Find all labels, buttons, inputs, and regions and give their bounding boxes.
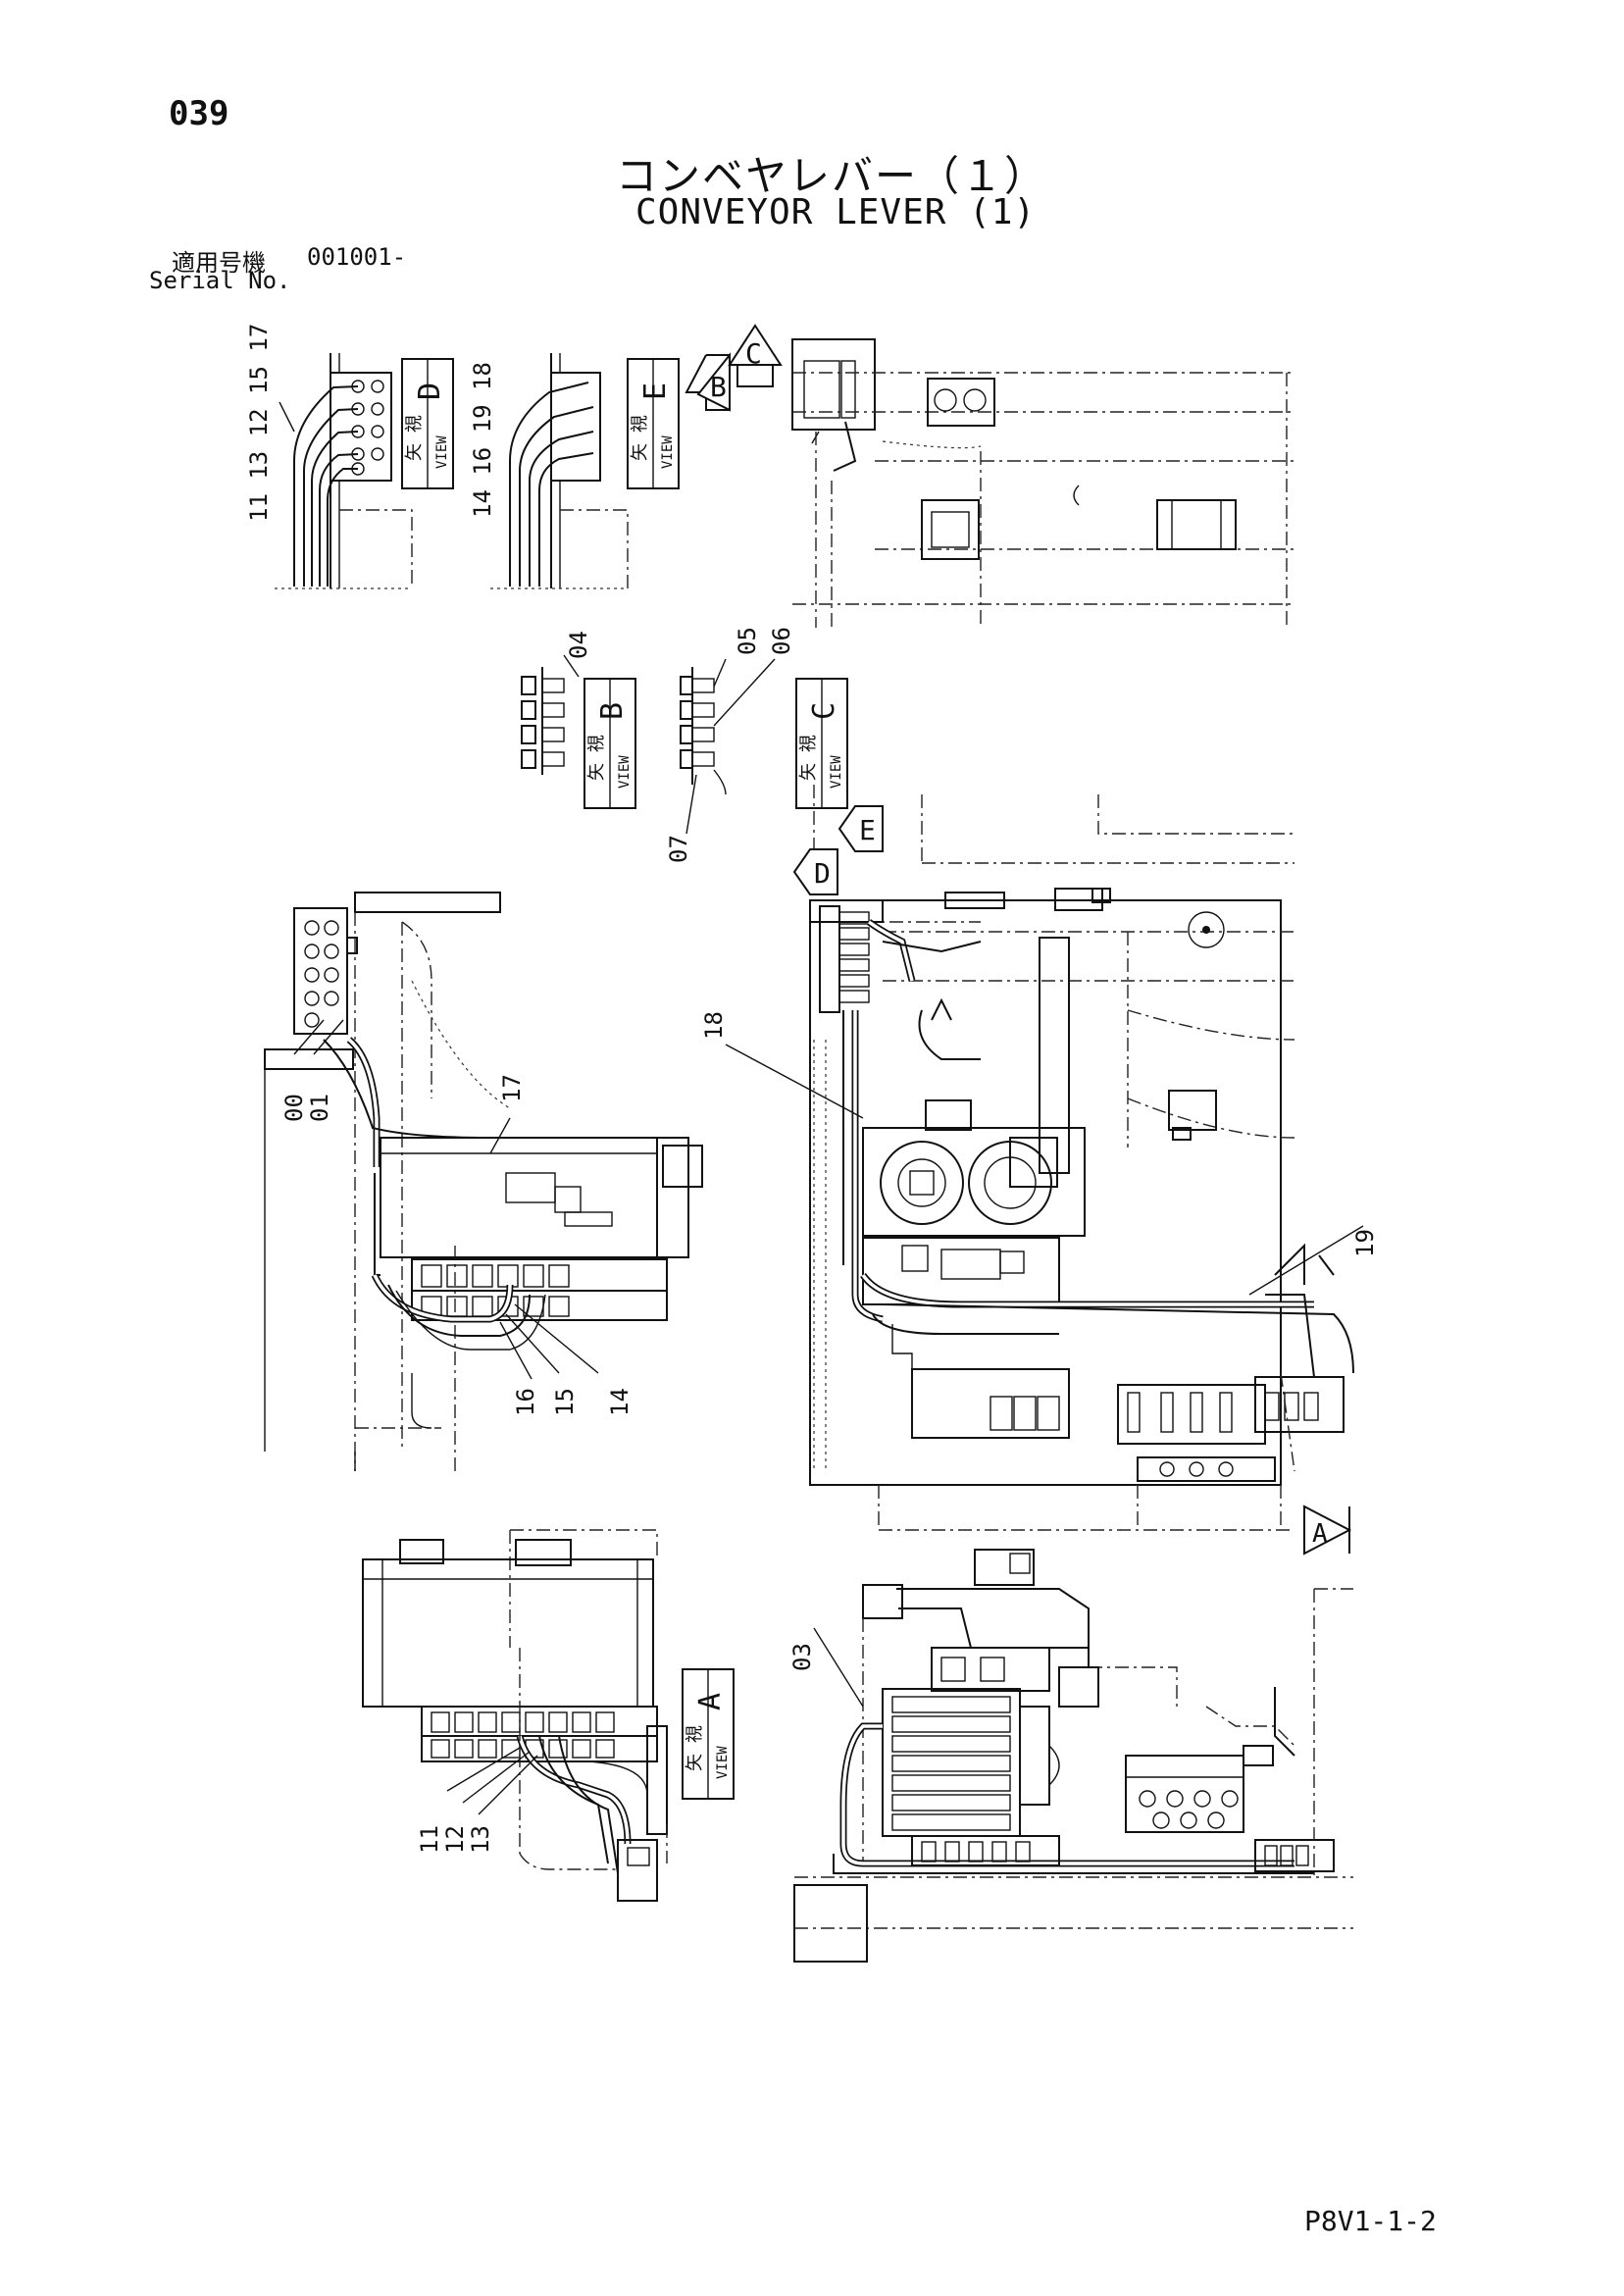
- view-a-tag: 矢 視 VIEW A: [682, 1668, 735, 1800]
- callout-04: 04: [565, 631, 592, 659]
- callout-16: 16: [512, 1388, 539, 1416]
- view-d-arrow: D: [792, 848, 838, 895]
- view-b-detail: 04 矢 視 VIEW B: [521, 631, 636, 809]
- view-e-arrow: E: [837, 805, 884, 852]
- view-a-arrow: A: [1303, 1505, 1352, 1556]
- callout-18: 18: [700, 1011, 728, 1040]
- view-e-detail: 矢 視 VIEW E 14 16 19 18: [469, 353, 680, 589]
- svg-text:B: B: [710, 371, 727, 403]
- callout-11: 11: [416, 1825, 443, 1854]
- callout-14: 14: [606, 1388, 634, 1416]
- view-c-tag: 矢 視 VIEW C: [795, 678, 848, 809]
- valve-stack-view-a: [421, 1706, 658, 1762]
- svg-text:矢 視: 矢 視: [586, 735, 607, 781]
- top-right-frame-view: [791, 338, 1294, 628]
- svg-text:矢 視: 矢 視: [798, 735, 819, 781]
- callout-15: 15: [551, 1388, 579, 1416]
- svg-text:VIEW: VIEW: [660, 435, 676, 469]
- callout-17: 17: [498, 1074, 526, 1102]
- callout-05: 05: [734, 627, 761, 655]
- serial-label-japanese: 適用号機: [172, 249, 266, 277]
- svg-text:A: A: [1312, 1519, 1328, 1549]
- left-middle-view: 00 01 17 16 15 14: [264, 892, 703, 1471]
- valve-stack-bottom: [882, 1688, 1021, 1837]
- view-a-letter: A: [693, 1693, 728, 1710]
- serial-number: 001001-: [307, 243, 407, 271]
- svg-text:C: C: [745, 337, 762, 370]
- view-b-arrow: B: [685, 352, 731, 412]
- view-d-tag: 矢 視 VIEW D: [401, 358, 454, 489]
- callout-01: 01: [306, 1094, 333, 1122]
- view-c-arrow: C: [728, 324, 783, 387]
- bottom-right-view: 03: [788, 1549, 1353, 1963]
- svg-text:矢 視: 矢 視: [404, 415, 425, 461]
- valve-stack-top: [838, 911, 870, 1003]
- title-japanese: コンベヤレバー（１）: [616, 152, 1048, 200]
- view-c-detail: 05 06 07 矢 視 VIEW C: [665, 627, 848, 863]
- callout-12: 12: [441, 1825, 469, 1854]
- view-a-detail: 11 12 13 矢 視 VIEW A: [362, 1529, 735, 1902]
- page-number: 039: [169, 94, 229, 133]
- view-d-letter: D: [413, 383, 447, 400]
- serial-label-english: Serial No.: [149, 267, 291, 294]
- svg-text:矢 視: 矢 視: [685, 1725, 705, 1771]
- svg-text:VIEW: VIEW: [829, 755, 844, 789]
- view-e-letter: E: [638, 383, 673, 400]
- valve-stack-left: [411, 1258, 668, 1321]
- svg-text:VIEW: VIEW: [715, 1746, 731, 1779]
- document-code: P8V1-1-2: [1304, 2205, 1437, 2237]
- callout-06: 06: [768, 627, 795, 655]
- view-d-detail: 矢 視 VIEW D 11 13 12 15 17: [245, 324, 454, 589]
- main-right-view: 18 19: [700, 785, 1379, 1531]
- callout-00: 00: [280, 1094, 308, 1122]
- view-c-letter: C: [807, 702, 841, 720]
- svg-text:矢 視: 矢 視: [630, 415, 650, 461]
- callout-07: 07: [665, 835, 692, 863]
- callout-19: 19: [1351, 1229, 1379, 1257]
- view-e-callouts: 14 16 19 18: [469, 362, 496, 518]
- view-b-letter: B: [595, 702, 630, 720]
- callout-03: 03: [788, 1643, 816, 1671]
- view-e-tag: 矢 視 VIEW E: [627, 358, 680, 489]
- svg-text:E: E: [859, 814, 876, 846]
- callout-13: 13: [467, 1825, 494, 1854]
- view-d-callouts: 11 13 12 15 17: [245, 324, 273, 522]
- svg-text:VIEW: VIEW: [617, 755, 633, 789]
- svg-text:VIEW: VIEW: [434, 435, 450, 469]
- title-english: CONVEYOR LEVER (1): [635, 192, 1037, 232]
- view-b-tag: 矢 視 VIEW B: [584, 678, 636, 809]
- svg-text:D: D: [814, 857, 831, 890]
